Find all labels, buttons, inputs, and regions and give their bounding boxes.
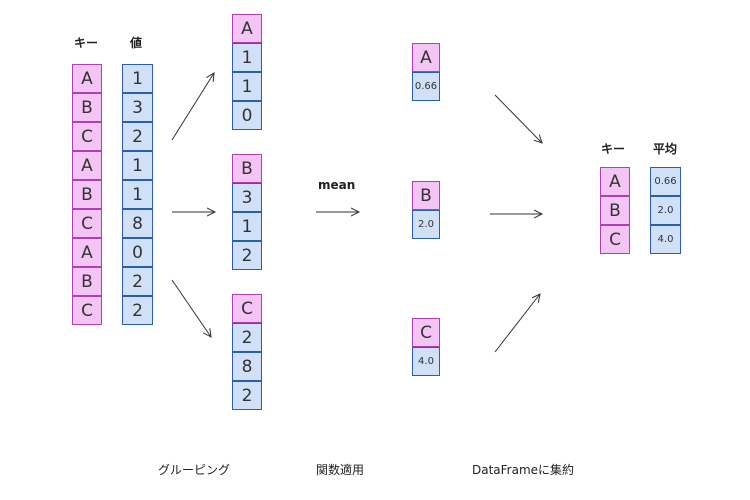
result-key-cell: A	[600, 167, 630, 196]
group-value-cell: 2	[232, 381, 262, 410]
input-key-cell: B	[72, 180, 102, 209]
arrow-to-group-a	[171, 73, 214, 141]
group-value-cell: 1	[232, 212, 262, 241]
mean-a-stack: A 0.66	[412, 43, 440, 101]
group-value-cell: 1	[232, 72, 262, 101]
result-value-column: 0.66 2.0 4.0	[650, 167, 681, 254]
result-key-cell: C	[600, 225, 630, 254]
arrow-combine-c	[494, 294, 540, 353]
mean-c-stack: C 4.0	[412, 318, 440, 376]
input-key-cell: B	[72, 267, 102, 296]
mean-value-cell: 2.0	[412, 210, 440, 239]
group-value-cell: 2	[232, 241, 262, 270]
group-key-cell: A	[232, 14, 262, 43]
result-key-header: キー	[601, 142, 626, 156]
input-key-cell: B	[72, 93, 102, 122]
input-key-cell: C	[72, 296, 102, 325]
mean-key-cell: C	[412, 318, 440, 347]
input-value-cell: 3	[122, 93, 153, 122]
input-value-cell: 8	[122, 209, 153, 238]
result-value-header: 平均	[653, 142, 678, 156]
arrow-combine-a	[494, 94, 542, 143]
group-value-cell: 0	[232, 101, 262, 130]
result-value-cell: 0.66	[650, 167, 681, 196]
input-key-header: キー	[74, 36, 99, 50]
input-value-header: 値	[130, 36, 143, 50]
group-value-cell: 2	[232, 323, 262, 352]
input-value-cell: 2	[122, 296, 153, 325]
input-value-cell: 2	[122, 267, 153, 296]
result-value-cell: 4.0	[650, 225, 681, 254]
input-value-cell: 1	[122, 180, 153, 209]
input-value-cell: 1	[122, 64, 153, 93]
group-a-stack: A 1 1 0	[232, 14, 262, 130]
mean-value-cell: 0.66	[412, 72, 440, 101]
group-value-cell: 3	[232, 183, 262, 212]
input-key-cell: C	[72, 209, 102, 238]
input-value-column: 1 3 2 1 1 8 0 2 2	[122, 64, 153, 325]
group-value-cell: 8	[232, 352, 262, 381]
input-key-cell: A	[72, 151, 102, 180]
caption-combine: DataFrameに集約	[472, 463, 575, 477]
input-value-cell: 1	[122, 151, 153, 180]
input-value-cell: 0	[122, 238, 153, 267]
input-key-cell: C	[72, 122, 102, 151]
group-value-cell: 1	[232, 43, 262, 72]
group-key-cell: C	[232, 294, 262, 323]
input-key-cell: A	[72, 64, 102, 93]
input-key-cell: A	[72, 238, 102, 267]
result-key-column: A B C	[600, 167, 630, 254]
apply-function-label: mean	[318, 178, 356, 192]
group-b-stack: B 3 1 2	[232, 154, 262, 270]
group-c-stack: C 2 8 2	[232, 294, 262, 410]
caption-grouping: グルーピング	[158, 463, 231, 477]
input-key-column: A B C A B C A B C	[72, 64, 102, 325]
mean-b-stack: B 2.0	[412, 181, 440, 239]
arrow-to-group-c	[171, 279, 211, 337]
result-value-cell: 2.0	[650, 196, 681, 225]
input-value-cell: 2	[122, 122, 153, 151]
mean-value-cell: 4.0	[412, 347, 440, 376]
group-key-cell: B	[232, 154, 262, 183]
mean-key-cell: A	[412, 43, 440, 72]
mean-key-cell: B	[412, 181, 440, 210]
result-key-cell: B	[600, 196, 630, 225]
caption-apply: 関数適用	[316, 463, 365, 477]
